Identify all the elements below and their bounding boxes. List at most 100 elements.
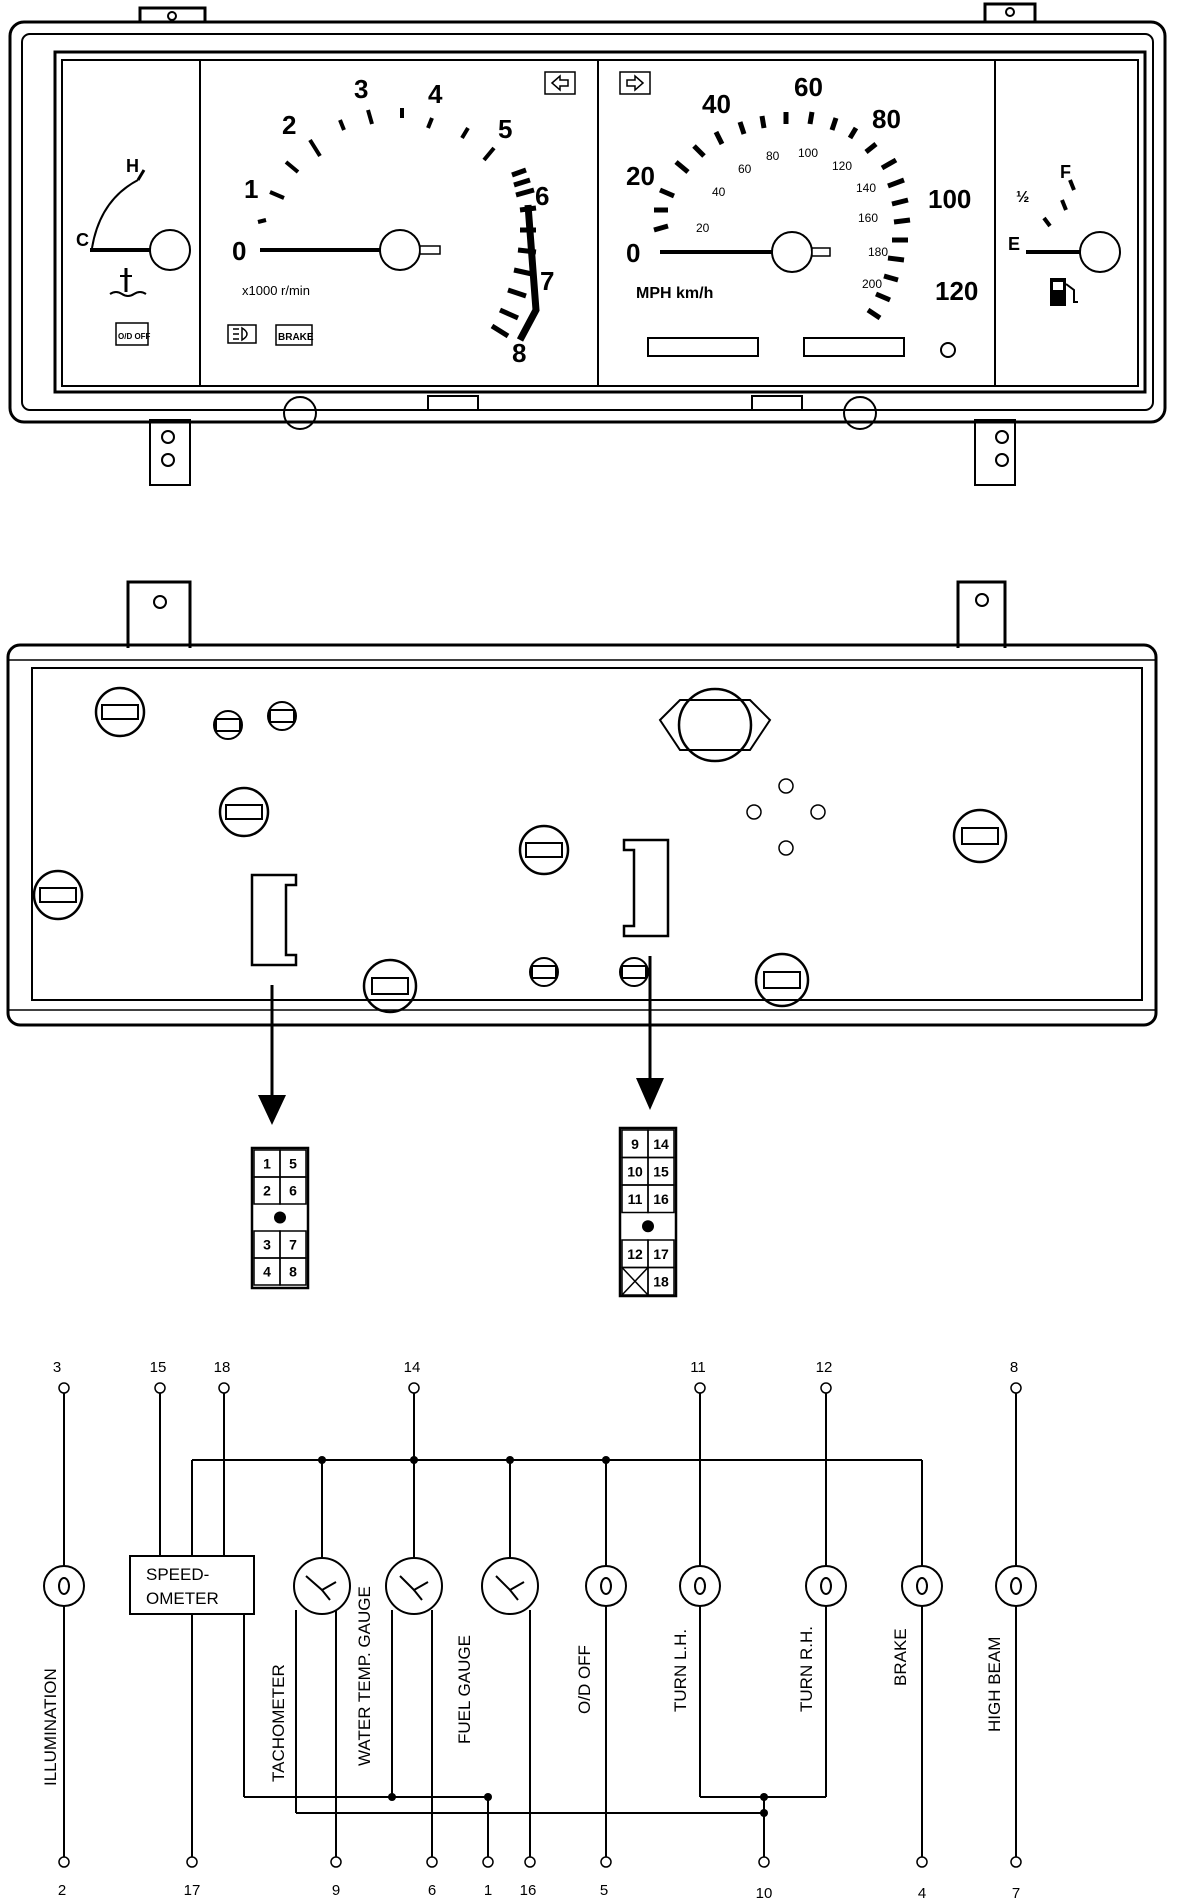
svg-text:14: 14 bbox=[404, 1359, 421, 1376]
svg-text:2: 2 bbox=[58, 1882, 66, 1899]
connector-right-pin-number: 11 bbox=[628, 1191, 643, 1207]
connector-right-pin-cell: 18 bbox=[647, 1266, 675, 1296]
fuel-pump-icon bbox=[1050, 278, 1078, 306]
connector-left-key-dot bbox=[274, 1211, 286, 1224]
connector-left-pin-cell: 5 bbox=[279, 1149, 307, 1178]
bulb-socket bbox=[529, 957, 559, 987]
fuel-gauge: F ½ E bbox=[1008, 162, 1121, 306]
connector-right-pin-number: 9 bbox=[631, 1136, 639, 1152]
label-turn-rh: TURN R.H. bbox=[797, 1626, 816, 1712]
connector-right-key-dot bbox=[642, 1220, 654, 1233]
svg-text:7: 7 bbox=[1012, 1885, 1020, 1902]
terminal-bottom-5: 5 bbox=[600, 1856, 612, 1899]
turn-lh-lamp-icon bbox=[679, 1565, 721, 1607]
connector-left-pin-number: 1 bbox=[263, 1156, 271, 1172]
svg-text:12: 12 bbox=[816, 1359, 833, 1376]
fuel-half-label: ½ bbox=[1016, 189, 1029, 206]
terminal-top-11: 11 bbox=[690, 1359, 706, 1394]
rear-panel bbox=[6, 580, 1158, 1125]
tachometer-meter-icon bbox=[293, 1557, 351, 1615]
terminal-bottom-2: 2 bbox=[58, 1856, 70, 1899]
svg-text:5: 5 bbox=[600, 1882, 608, 1899]
svg-text:SPEED-: SPEED- bbox=[146, 1565, 209, 1584]
svg-text:15: 15 bbox=[150, 1359, 167, 1376]
connector-right-pin-number: 15 bbox=[653, 1163, 669, 1179]
tach-number-4: 4 bbox=[428, 79, 443, 109]
bulb-socket bbox=[362, 958, 418, 1014]
mph-number-60: 60 bbox=[794, 72, 823, 102]
bulb-socket bbox=[213, 710, 243, 740]
connector-left-pin-number: 5 bbox=[289, 1156, 297, 1172]
tach-number-8: 8 bbox=[512, 338, 526, 368]
svg-text:11: 11 bbox=[690, 1359, 706, 1376]
terminal-bottom-16: 16 bbox=[520, 1856, 537, 1899]
connector-right-pin-cell bbox=[642, 1220, 654, 1233]
terminal-bottom-6: 6 bbox=[426, 1856, 438, 1899]
mph-number-120: 120 bbox=[935, 276, 978, 306]
connector-right-pin-cell: 12 bbox=[621, 1239, 649, 1269]
speedometer-dial: 0 20 40 60 80 100 120 20 40 60 80 100 12… bbox=[626, 72, 978, 358]
label-od-off: O/D OFF bbox=[575, 1645, 594, 1714]
fuel-empty-label: E bbox=[1008, 234, 1020, 254]
kmh-number-60: 60 bbox=[738, 162, 752, 176]
bulb-socket bbox=[619, 957, 649, 987]
bulb-socket bbox=[518, 824, 570, 876]
label-turn-lh: TURN L.H. bbox=[671, 1629, 690, 1712]
fuel-full-label: F bbox=[1060, 162, 1071, 182]
temperature-gauge: H C bbox=[76, 156, 191, 297]
terminal-bottom-7: 7 bbox=[1010, 1856, 1022, 1902]
fuel-meter-icon bbox=[481, 1557, 539, 1615]
connector-left-pin-cell: 1 bbox=[253, 1149, 281, 1178]
connector-right-pin-number: 10 bbox=[627, 1163, 643, 1179]
terminal-top-14: 14 bbox=[404, 1359, 421, 1394]
turn-rh-lamp-icon bbox=[805, 1565, 847, 1607]
tach-number-0: 0 bbox=[232, 236, 246, 266]
connector-left-pin-number: 3 bbox=[263, 1237, 271, 1253]
label-illumination: ILLUMINATION bbox=[41, 1668, 60, 1786]
connector-right-pin-number: 14 bbox=[653, 1136, 669, 1152]
brake-indicator: BRAKE bbox=[278, 332, 314, 343]
bulb-socket bbox=[754, 952, 810, 1008]
mph-number-0: 0 bbox=[626, 238, 640, 268]
brake-lamp-icon bbox=[901, 1565, 943, 1607]
kmh-number-80: 80 bbox=[766, 149, 780, 163]
svg-text:16: 16 bbox=[520, 1882, 537, 1899]
label-fuel-gauge: FUEL GAUGE bbox=[455, 1635, 474, 1744]
connector-left-pin-cell: 4 bbox=[253, 1257, 281, 1286]
kmh-number-40: 40 bbox=[712, 185, 726, 199]
kmh-number-160: 160 bbox=[858, 211, 878, 225]
svg-text:4: 4 bbox=[918, 1885, 926, 1902]
svg-text:9: 9 bbox=[332, 1882, 340, 1899]
svg-text:OMETER: OMETER bbox=[146, 1589, 219, 1608]
svg-text:6: 6 bbox=[428, 1882, 436, 1899]
tach-number-1: 1 bbox=[244, 174, 258, 204]
terminal-bottom-4: 4 bbox=[916, 1856, 928, 1902]
tach-number-2: 2 bbox=[282, 110, 296, 140]
terminal-bottom-9: 9 bbox=[330, 1856, 342, 1899]
high-beam-lamp-icon bbox=[995, 1565, 1037, 1607]
speedometer-box: SPEED- OMETER bbox=[129, 1555, 255, 1615]
tach-number-5: 5 bbox=[498, 114, 512, 144]
svg-text:1: 1 bbox=[484, 1882, 492, 1899]
svg-text:3: 3 bbox=[53, 1359, 61, 1376]
tach-number-7: 7 bbox=[540, 266, 554, 296]
temp-cold-label: C bbox=[76, 230, 89, 250]
terminal-top-12: 12 bbox=[816, 1359, 833, 1394]
svg-text:10: 10 bbox=[756, 1885, 773, 1902]
label-brake: BRAKE bbox=[891, 1628, 910, 1686]
connector-left-pin-number: 8 bbox=[289, 1264, 297, 1280]
mph-number-100: 100 bbox=[928, 184, 971, 214]
label-tachometer: TACHOMETER bbox=[269, 1664, 288, 1782]
tach-number-6: 6 bbox=[535, 181, 549, 211]
svg-text:17: 17 bbox=[184, 1882, 201, 1899]
mph-number-40: 40 bbox=[702, 89, 731, 119]
wiring-schematic: 3 15 18 14 11 12 8 2 bbox=[41, 1359, 1037, 1902]
bulb-socket bbox=[952, 808, 1008, 864]
kmh-number-140: 140 bbox=[856, 181, 876, 195]
svg-text:18: 18 bbox=[214, 1359, 231, 1376]
turn-right-arrow-icon bbox=[619, 71, 651, 95]
mph-number-20: 20 bbox=[626, 161, 655, 191]
terminal-bottom-17: 17 bbox=[184, 1856, 201, 1899]
connector-left-pin-number: 4 bbox=[263, 1264, 271, 1280]
